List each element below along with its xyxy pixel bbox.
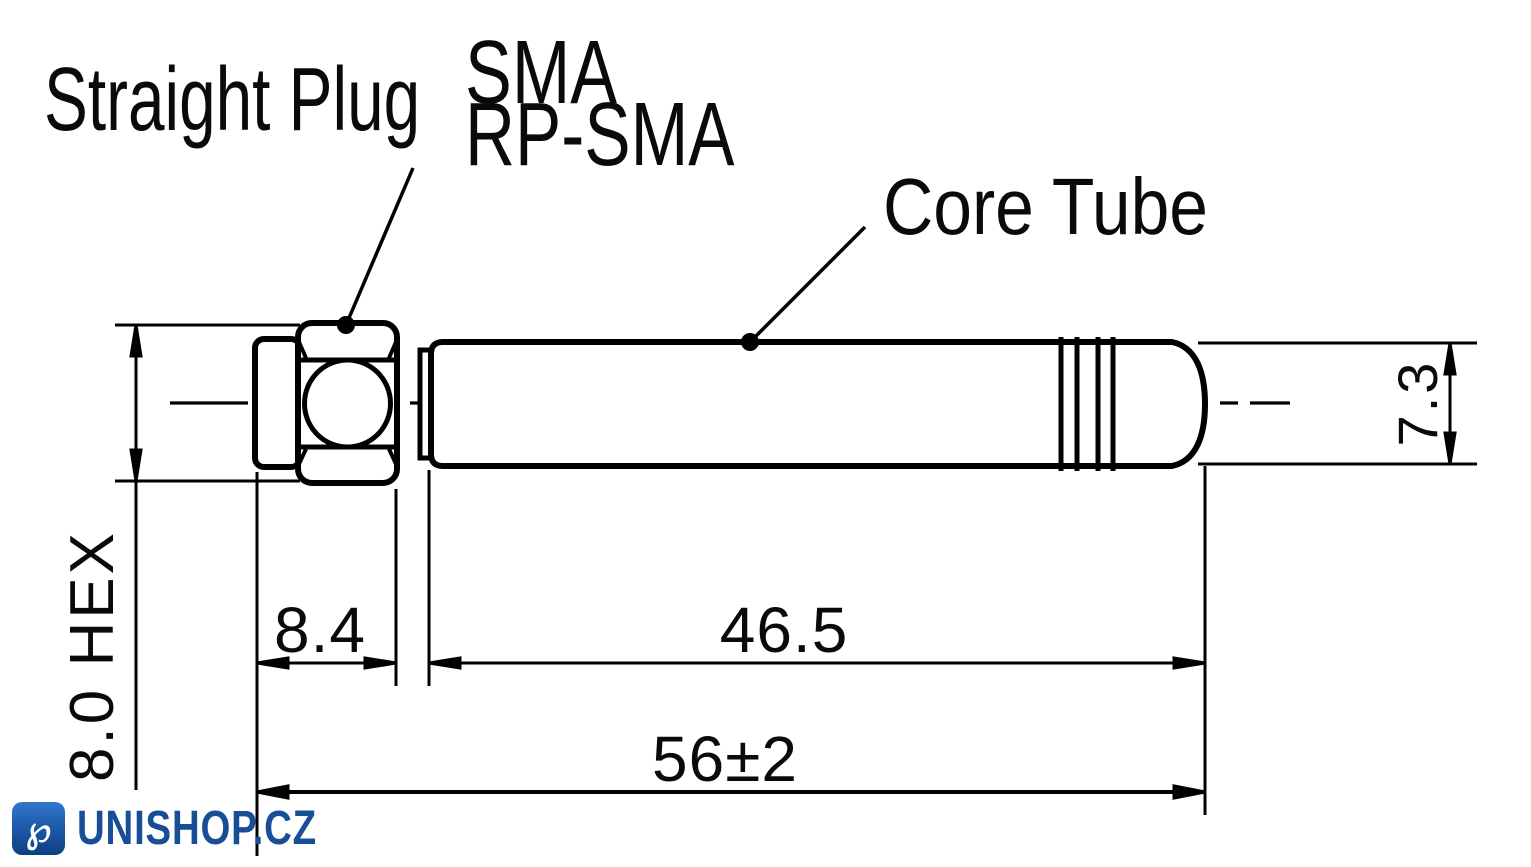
dimension-linework <box>115 323 1477 856</box>
core-tube-label: Core Tube <box>883 162 1208 251</box>
unishop-site-name: UNISHOP.CZ <box>77 802 317 855</box>
dim-overall-length <box>256 784 1206 800</box>
unishop-logo-icon: ℘ <box>12 802 65 855</box>
sma-label: SMA <box>465 23 618 123</box>
leader-dot-plug <box>337 316 355 334</box>
dim-hex-size <box>115 323 300 790</box>
dim-plug-length <box>256 656 397 670</box>
unishop-monogram-icon: ℘ <box>25 806 52 851</box>
plug-left-cap <box>252 336 303 470</box>
leader-core-tube <box>741 225 867 351</box>
tube-groove-rings <box>1058 337 1116 471</box>
straight-plug-label: Straight Plug <box>44 50 421 150</box>
dim-text-core-tube-length: 46.5 <box>719 594 849 666</box>
rp-sma-label: RP-SMA <box>465 85 735 185</box>
leader-dot-core-tube <box>741 333 759 351</box>
hex-face-barrel <box>302 357 393 450</box>
dim-core-tube-length <box>428 656 1206 670</box>
hex-chamfer-lines <box>297 341 398 465</box>
dim-text-tube-diameter: 7.3 <box>1386 359 1449 447</box>
part-geometry <box>170 320 1290 486</box>
dim-text-plug-length: 8.4 <box>274 594 366 666</box>
dim-text-hex-size: 8.0 HEX <box>58 530 127 782</box>
leader-sma-plug <box>337 167 415 334</box>
dim-text-overall-length: 56±2 <box>652 723 798 795</box>
leader-lines <box>337 167 867 351</box>
core-tube-body <box>428 339 1209 469</box>
dim-tube-diameter <box>1198 341 1477 466</box>
hex-nut <box>295 320 400 486</box>
hex-nut-outline <box>295 320 400 486</box>
